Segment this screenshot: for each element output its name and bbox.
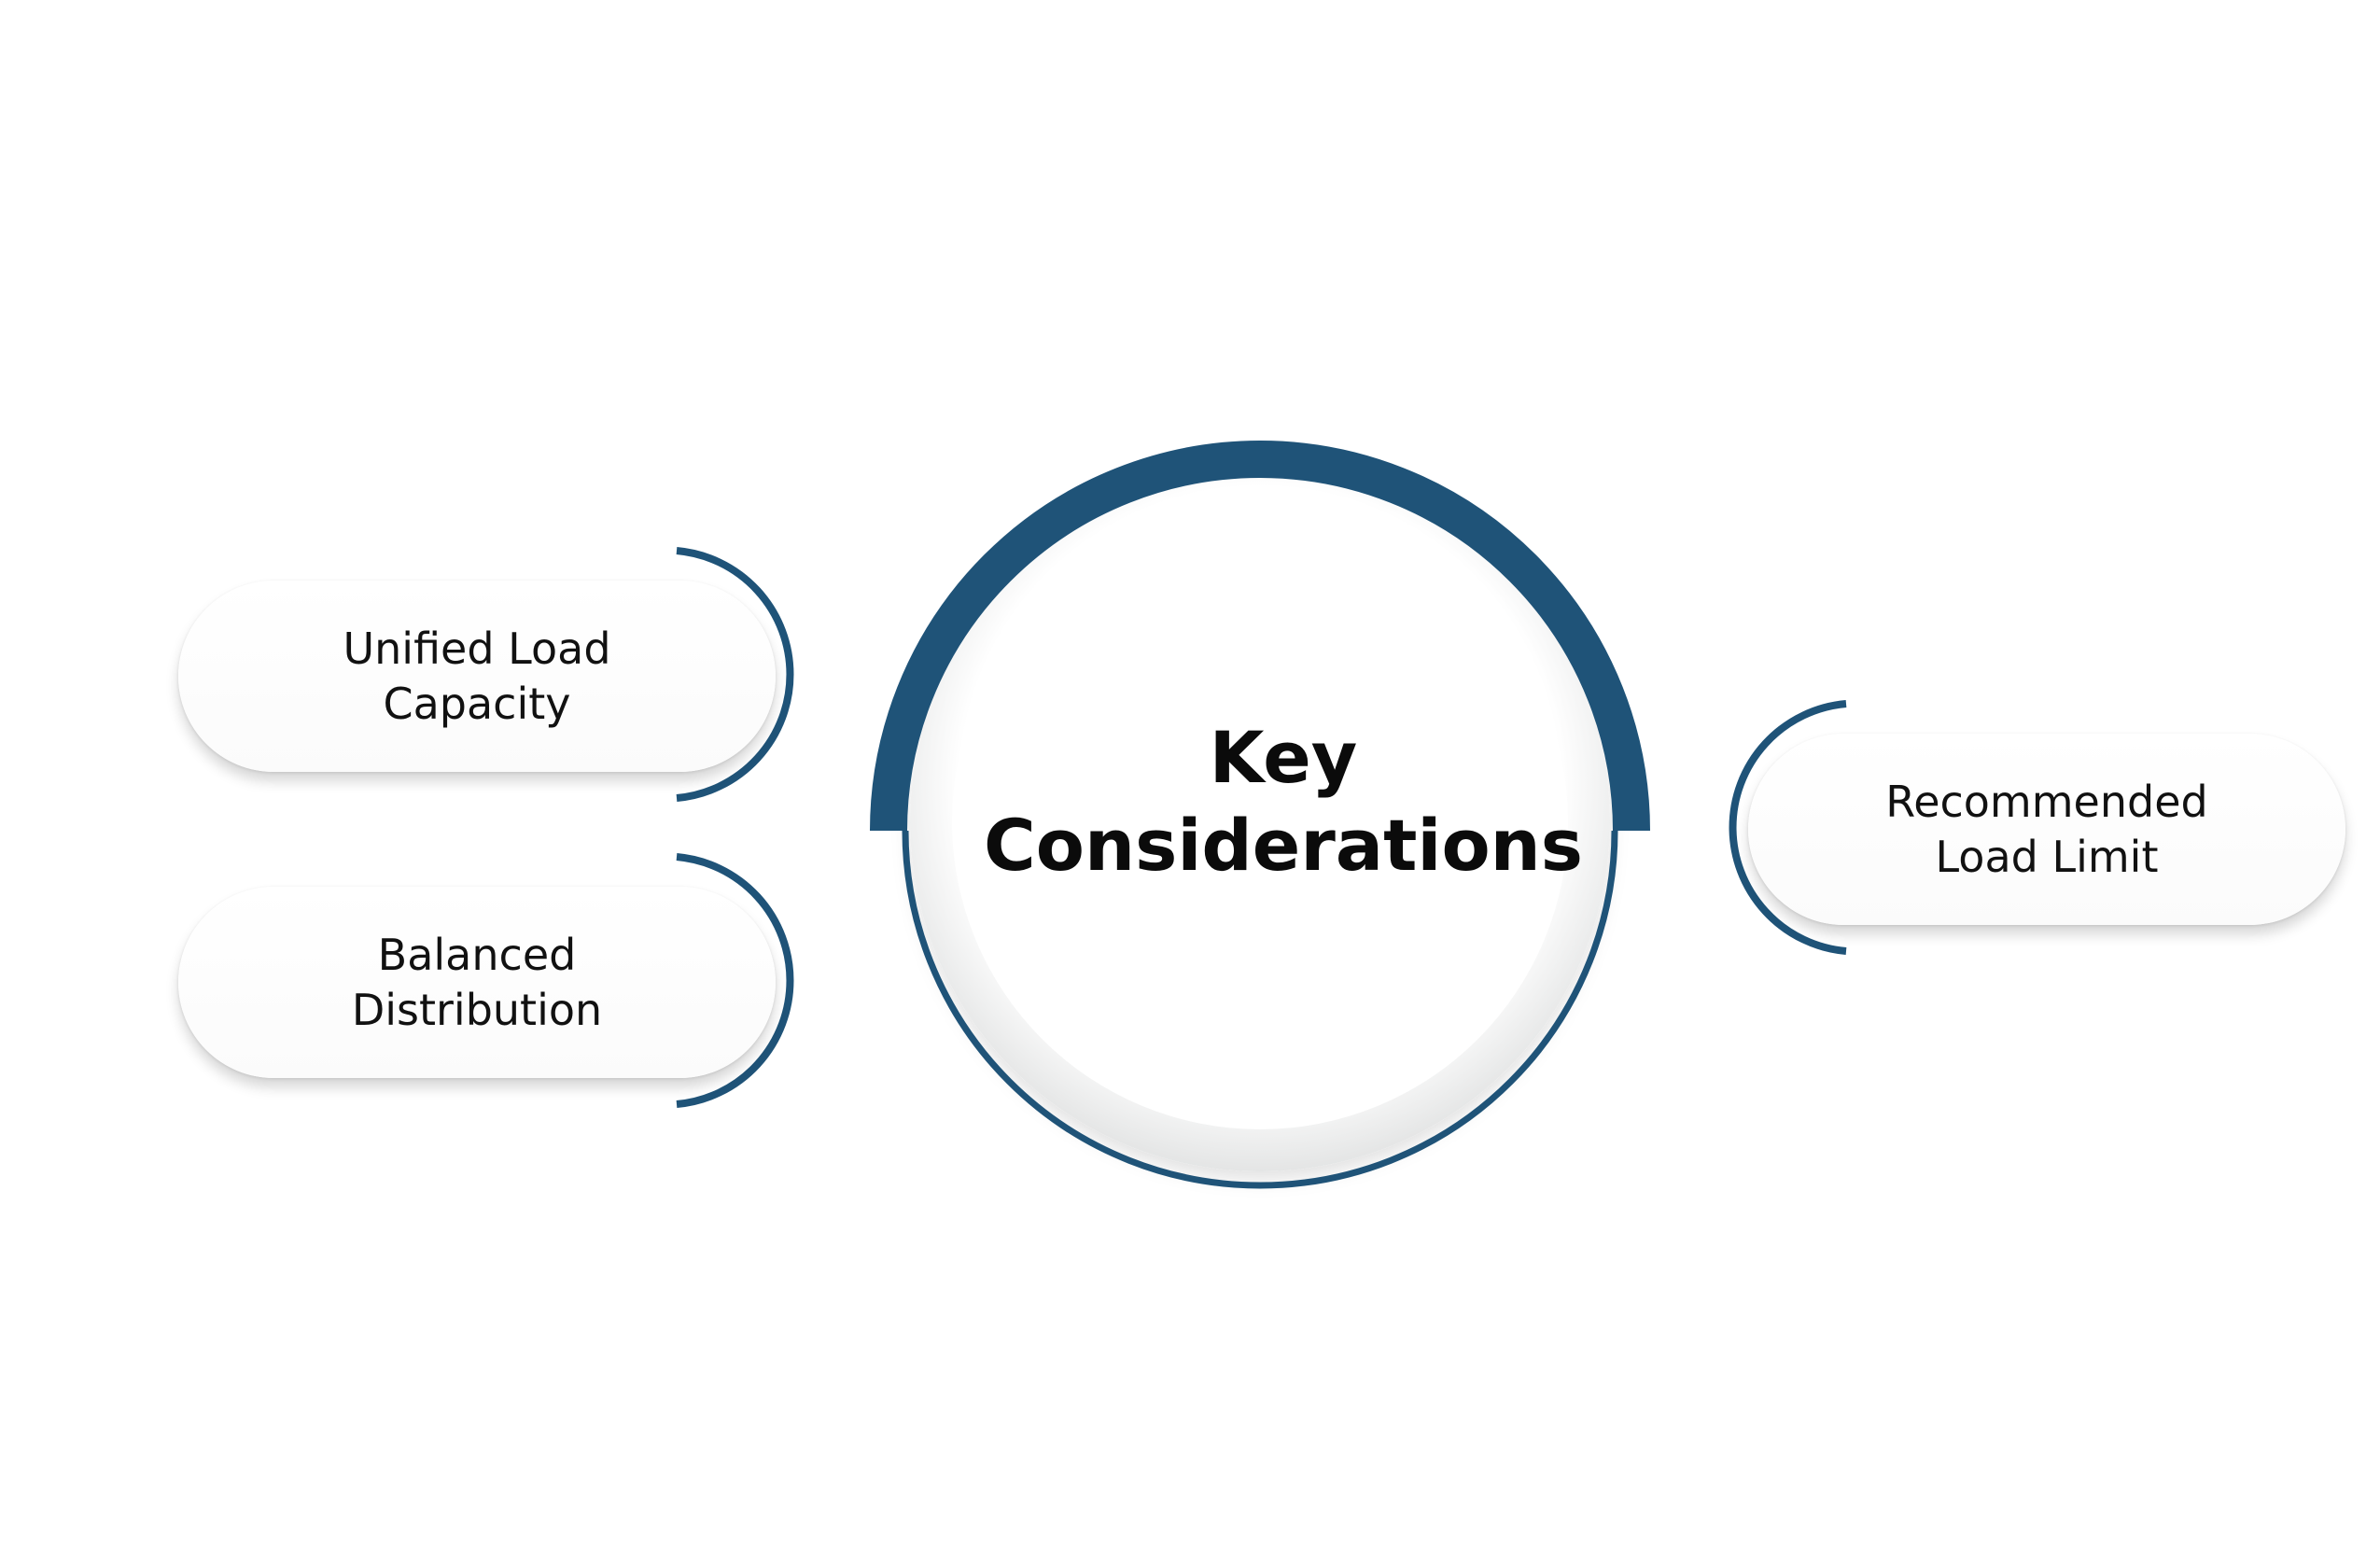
pill-arc-unified-load-capacity: [676, 547, 794, 802]
pill-recommended-load-limit: Recommended Load Limit: [1748, 734, 2345, 925]
center-title: Key Considerations: [983, 716, 1584, 887]
pill-label: Balanced Distribution: [351, 929, 603, 1035]
pill-arc-balanced-distribution: [676, 853, 794, 1108]
center-circle-face: [952, 513, 1568, 1129]
pill-arc-recommended-load-limit: [1729, 700, 1847, 955]
pill-balanced-distribution: Balanced Distribution: [178, 887, 776, 1078]
center-top-arc: [870, 441, 1650, 832]
pill-unified-load-capacity: Unified Load Capacity: [178, 581, 776, 772]
pill-label: Recommended Load Limit: [1885, 776, 2208, 882]
center-bottom-arc: [902, 830, 1618, 1189]
pill-label: Unified Load Capacity: [343, 623, 611, 729]
